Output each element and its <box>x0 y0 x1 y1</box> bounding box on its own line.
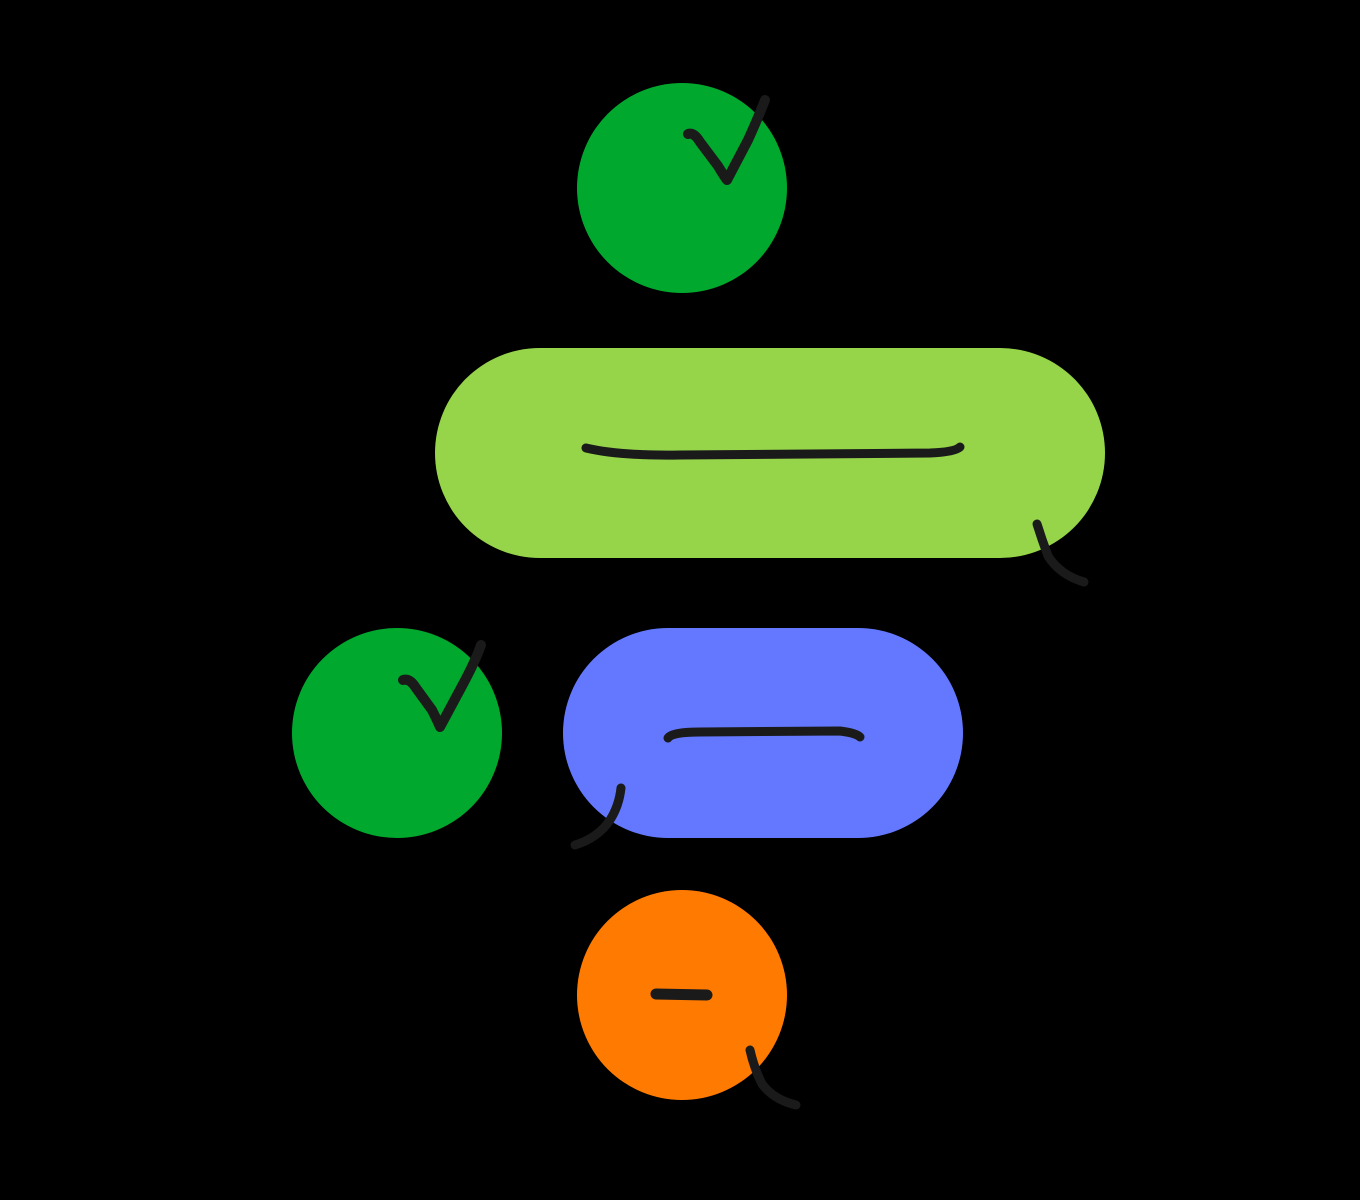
middle-checkmark <box>398 640 486 732</box>
blue-bubble-tail <box>570 783 626 850</box>
blue-bubble-text-line <box>663 726 865 743</box>
top-checkmark <box>683 95 770 185</box>
orange-bubble-dash <box>650 988 713 1001</box>
middle-check-circle <box>292 628 502 838</box>
blue-chat-bubble-icon <box>563 628 963 850</box>
top-check-circle <box>577 83 787 293</box>
top-check-circle-icon <box>577 83 787 293</box>
middle-check-circle-icon <box>292 628 502 838</box>
lime-chat-bubble-icon <box>435 348 1105 587</box>
orange-bubble-tail <box>745 1045 801 1110</box>
lime-bubble-tail <box>1032 519 1089 587</box>
orange-pending-bubble-icon <box>577 890 801 1110</box>
lime-bubble-text-line <box>581 442 965 460</box>
